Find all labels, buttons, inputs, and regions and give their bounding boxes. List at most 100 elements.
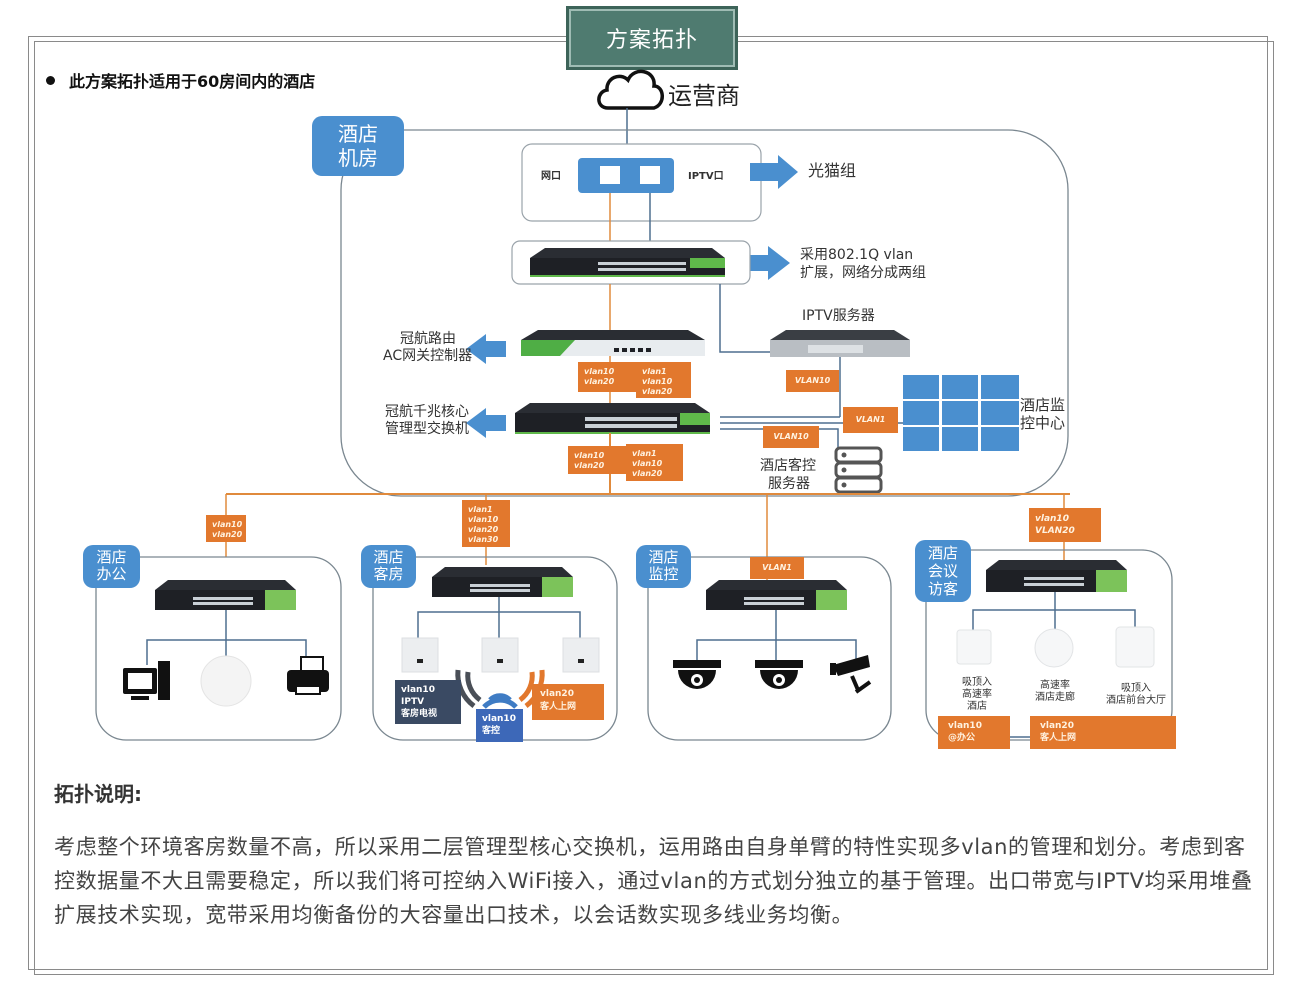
dome-camera-icon xyxy=(673,660,721,689)
vlan-box-text: @办公 xyxy=(948,733,976,743)
monitoring-switch-device xyxy=(706,580,847,610)
vlan-tag: vlan10 vlan20 xyxy=(578,362,638,392)
iptv-vlan-box: vlan10 IPTV 客房电视 xyxy=(395,680,461,724)
vlan-tag: VLAN1 xyxy=(843,407,898,433)
vlan-tag-text: vlan1 xyxy=(632,449,657,458)
vlan-box-text: 客人上网 xyxy=(540,702,577,712)
modem-group-label: 光猫组 xyxy=(808,161,857,180)
vlan-box-text: 客房电视 xyxy=(401,709,438,719)
lan-port-label: 网口 xyxy=(541,171,561,182)
vlan-tag-text: vlan30 xyxy=(468,535,499,544)
vlan-box-text: 客人上网 xyxy=(1040,733,1077,743)
scope-bullet: 此方案拓扑适用于60房间内的酒店 xyxy=(46,68,315,92)
diagram-title: 方案拓扑 xyxy=(566,6,738,70)
monitoring-zone-tag: 酒店监控 xyxy=(636,545,691,588)
room-control-server-line1: 酒店客控 xyxy=(760,458,816,474)
router-device xyxy=(521,330,705,356)
desktop-computer-icon xyxy=(123,661,170,700)
ap-label: 高速率 酒店走廊 xyxy=(1026,680,1084,704)
vlan-box-text: vlan20 xyxy=(1040,721,1074,731)
panel-ap-icon xyxy=(956,629,992,665)
ap-label-text: 酒店 xyxy=(967,701,987,712)
monitor-center-line1: 酒店监 xyxy=(1020,396,1066,414)
monitor-center-line2: 控中心 xyxy=(1020,414,1066,432)
server-room-tag: 酒店机房 xyxy=(312,116,404,176)
vlan-switch-device xyxy=(530,248,725,277)
vlan-box-text: vlan10 xyxy=(401,685,435,695)
vlan-box-text: 客控 xyxy=(482,726,501,736)
vlan-tag-text: vlan20 xyxy=(642,387,673,396)
vlan-tag-text: vlan10 xyxy=(468,515,499,524)
ap-label-text: 高速率 xyxy=(1040,680,1070,691)
office-zone xyxy=(95,556,342,741)
monitoring-zone-tag-text: 酒店监控 xyxy=(648,548,679,583)
vlan-tag-text: VLAN20 xyxy=(1035,526,1075,536)
arrow-right-icon xyxy=(750,155,798,189)
office-zone-tag-text: 酒店办公 xyxy=(96,548,127,583)
server-stack-icon xyxy=(834,446,883,494)
vlan-tag: vlan1 vlan10 vlan20 vlan30 xyxy=(462,500,510,547)
vlan-tag: vlan10 vlan20 xyxy=(568,446,628,474)
server-room-zone xyxy=(340,129,1069,497)
arrow-left-icon xyxy=(466,408,506,438)
core-switch-label-line2: 管理型交换机 xyxy=(385,421,469,437)
printer-icon xyxy=(287,656,329,695)
meeting-zone-tag: 酒店会议访客 xyxy=(915,540,971,602)
wall-ap-icon xyxy=(481,637,519,673)
vlan-tag-text: vlan10 xyxy=(574,451,605,460)
vlan-tag-text: vlan10 xyxy=(212,520,243,529)
vlan-box-text: vlan10 xyxy=(482,714,516,724)
rooms-zone-tag-text: 酒店客房 xyxy=(373,548,404,583)
scope-text: 此方案拓扑适用于60房间内的酒店 xyxy=(69,72,316,91)
vlan-note-line1: 采用802.1Q vlan xyxy=(800,247,914,263)
wall-ap-icon xyxy=(401,637,439,673)
ceiling-ap-icon xyxy=(1034,628,1074,668)
ap-label-text: 酒店走廊 xyxy=(1035,692,1075,703)
core-switch-device xyxy=(515,403,710,434)
vlan-tag-text: vlan10 xyxy=(632,459,663,468)
internet-vlan-box: vlan20 客人上网 xyxy=(532,684,604,720)
vlan-tag-text: vlan20 xyxy=(584,377,615,386)
core-switch-label-line1: 冠航千兆核心 xyxy=(385,404,469,420)
panel-ap-icon xyxy=(1115,626,1155,668)
vlan-tag-text: vlan20 xyxy=(468,525,499,534)
router-label-line1: 冠航路由 xyxy=(400,331,456,347)
iptv-server-label: IPTV服务器 xyxy=(802,308,875,324)
vlan-tag-text: vlan10 xyxy=(1035,514,1069,524)
office-zone-tag: 酒店办公 xyxy=(83,545,140,588)
meeting-zone-tag-text: 酒店会议访客 xyxy=(927,544,958,598)
iptv-server-device xyxy=(770,330,910,357)
wall-ap-icon xyxy=(562,637,600,673)
arrow-right-icon xyxy=(741,246,790,280)
meeting-switch-device xyxy=(986,560,1127,592)
control-vlan-box: vlan10 客控 xyxy=(476,709,523,742)
vlan-tag-text: vlan20 xyxy=(212,530,243,539)
vlan-tag: VLAN1 xyxy=(750,557,804,579)
iptv-port-label: IPTV口 xyxy=(688,171,724,182)
room-control-server-line2: 服务器 xyxy=(768,476,810,492)
description-title: 拓扑说明: xyxy=(54,782,142,806)
cloud-icon xyxy=(597,69,664,110)
vlan-tag: VLAN10 xyxy=(763,426,819,448)
vlan-tag: vlan10 vlan20 xyxy=(206,515,246,542)
description-body: 考虑整个环境客房数量不高，所以采用二层管理型核心交换机，运用路由自身单臂的特性实… xyxy=(54,835,1253,927)
dome-camera-icon xyxy=(755,660,803,689)
ap-label: 吸顶入 酒店前台大厅 xyxy=(1100,683,1172,707)
isp-label: 运营商 xyxy=(668,82,740,110)
vlan-note-line2: 扩展，网络分成两组 xyxy=(800,265,926,281)
guest-vlan-box: vlan20 客人上网 xyxy=(1030,716,1176,749)
arrow-left-icon xyxy=(466,334,506,364)
ap-label-text: 吸顶入 xyxy=(962,677,992,688)
vlan-box-text: vlan10 xyxy=(948,721,982,731)
vlan-tag-text: vlan1 xyxy=(642,367,667,376)
vlan-tag: vlan1 vlan10 vlan20 xyxy=(626,444,683,481)
rooms-zone-tag: 酒店客房 xyxy=(361,545,416,588)
vlan-tag: vlan1 vlan10 vlan20 xyxy=(636,362,691,398)
office-vlan-box: vlan10 @办公 xyxy=(938,716,1010,749)
monitor-wall-icon xyxy=(903,375,1019,451)
vlan-box-text: IPTV xyxy=(401,697,425,707)
office-switch-device xyxy=(155,580,296,610)
ap-label-text: 高速率 xyxy=(962,689,992,700)
vlan-tag-text: vlan10 xyxy=(642,377,673,386)
